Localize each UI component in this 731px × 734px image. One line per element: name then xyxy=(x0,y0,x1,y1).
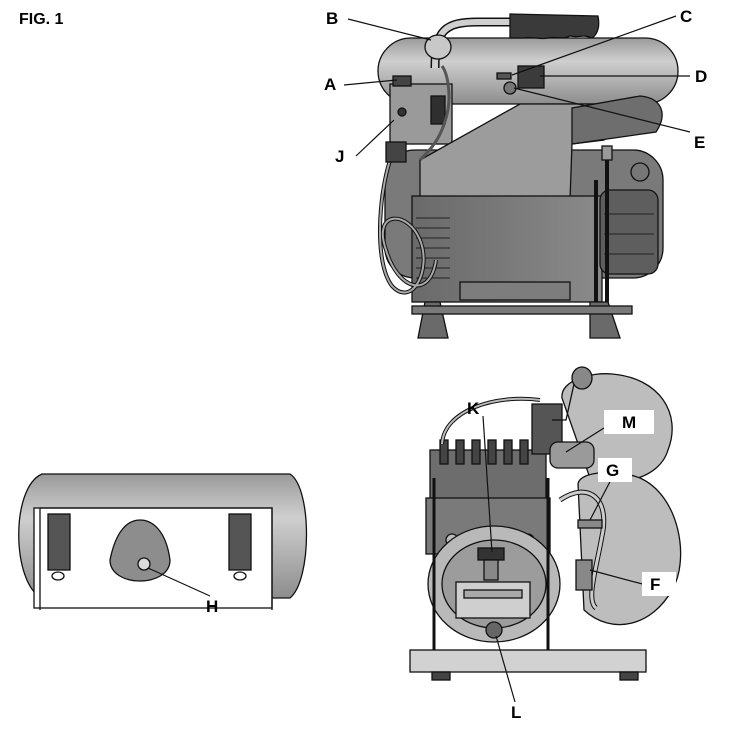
drain-valve xyxy=(137,557,151,571)
callout-g: G xyxy=(606,461,619,480)
tank-underside-view xyxy=(18,473,308,610)
callout-d: D xyxy=(695,67,707,86)
callout-l: L xyxy=(511,703,521,722)
regulator-knob xyxy=(517,65,545,89)
callout-h: H xyxy=(206,597,218,616)
base-plate xyxy=(409,649,647,673)
oil-drain-plug xyxy=(485,621,503,639)
gauge-side xyxy=(571,366,593,390)
tank-pressure-gauge xyxy=(424,34,452,60)
callout-m: M xyxy=(622,413,636,432)
compressor-front-view xyxy=(377,13,679,339)
drain-bowl xyxy=(109,519,171,582)
pump-side-view xyxy=(409,366,682,681)
power-plug xyxy=(385,141,407,163)
callout-a: A xyxy=(324,75,336,94)
foot-left xyxy=(47,513,71,571)
callout-b: B xyxy=(326,9,338,28)
callout-f: F xyxy=(650,575,660,594)
figure-title: FIG. 1 xyxy=(19,11,64,28)
callout-c: C xyxy=(680,7,692,26)
callout-e: E xyxy=(694,133,705,152)
handle-grip xyxy=(509,13,600,40)
callout-k: K xyxy=(467,399,480,418)
foot-right xyxy=(228,513,252,571)
callout-j: J xyxy=(335,147,344,166)
safety-valve xyxy=(549,441,595,469)
oil-fill-cap xyxy=(477,547,505,561)
motor-end-cap xyxy=(599,189,659,275)
on-off-switch xyxy=(392,75,412,87)
